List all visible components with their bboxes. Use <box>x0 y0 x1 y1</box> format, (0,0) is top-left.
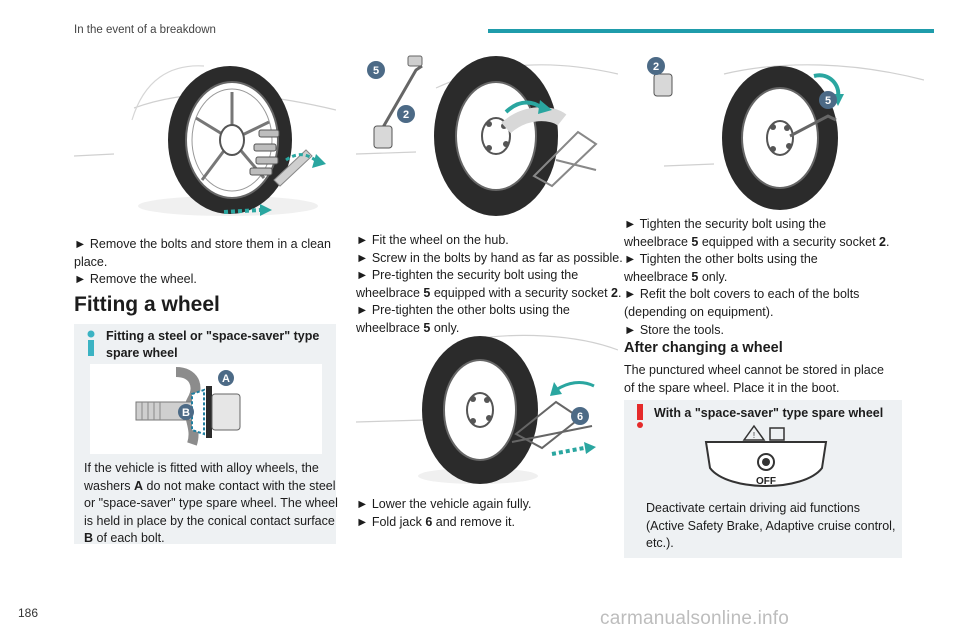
fit-wheel-steps: ► Fit the wheel on the hub. ► Screw in t… <box>356 233 623 335</box>
svg-text:!: ! <box>753 431 755 440</box>
badge-socket-2: 2 <box>403 109 409 121</box>
remove-wheel-steps: ► Remove the bolts and store them in a c… <box>74 236 336 289</box>
info-box-title: Fitting a steel or "space-saver" type sp… <box>106 329 320 360</box>
header-accent-bar <box>488 29 934 33</box>
warning-box: With a "space-saver" type spare wheel ! … <box>624 400 902 558</box>
info-box: Fitting a steel or "space-saver" type sp… <box>74 324 338 545</box>
step-line: ► Remove the bolts and store them in a c… <box>74 237 331 251</box>
after-change-heading: After changing a wheel <box>624 340 783 356</box>
lower-vehicle-steps: ► Lower the vehicle again fully. ► Fold … <box>356 497 532 529</box>
badge-wheelbrace-5: 5 <box>373 65 379 77</box>
bolt-washer-illustration: A B <box>90 364 322 454</box>
info-box-body: If the vehicle is fitted with alloy whee… <box>84 461 338 546</box>
watermark[interactable]: carmanualsonline.info <box>600 608 790 629</box>
warning-box-title: With a "space-saver" type spare wheel <box>654 406 884 420</box>
lower-jack-illustration: 6 <box>356 334 618 484</box>
warning-box-body: Deactivate certain driving aid functions… <box>646 501 896 551</box>
step-line: place. <box>74 254 108 269</box>
remove-wheel-illustration <box>74 65 336 216</box>
off-label: OFF <box>756 476 776 487</box>
label-a: A <box>222 373 230 385</box>
step-line: ► Remove the wheel. <box>74 272 197 287</box>
label-b: B <box>182 407 190 419</box>
after-change-text: The punctured wheel cannot be stored in … <box>624 363 884 395</box>
fitting-wheel-heading: Fitting a wheel <box>74 293 220 316</box>
badge-socket-2: 2 <box>653 61 659 73</box>
section-title: In the event of a breakdown <box>74 24 216 36</box>
badge-wheelbrace-5: 5 <box>825 95 831 107</box>
tighten-bolts-illustration: 2 5 <box>647 57 924 210</box>
dashboard-button-illustration: ! OFF <box>704 424 828 487</box>
fit-wheel-illustration: 5 2 <box>356 55 618 216</box>
page-number: 186 <box>18 606 39 620</box>
tighten-bolts-steps: ► Tighten the security bolt using the wh… <box>624 217 890 337</box>
warning-icon <box>636 402 644 434</box>
badge-jack-6: 6 <box>577 411 583 423</box>
info-icon <box>86 330 96 359</box>
